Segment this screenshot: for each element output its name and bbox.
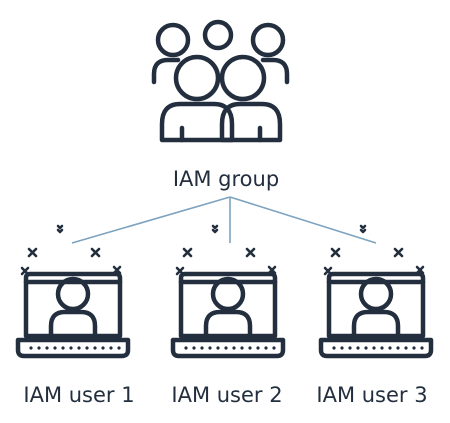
- user-laptop-icon: [18, 226, 128, 356]
- connector-user-3: [229, 196, 377, 244]
- user-1-node: IAM user 1: [18, 226, 135, 407]
- user-group-icon: [151, 19, 290, 143]
- user-laptop-icon: [321, 226, 431, 356]
- connectors: [71, 196, 377, 244]
- user-1-label: IAM user 1: [23, 383, 134, 407]
- user-laptop-icon: [173, 226, 283, 356]
- user-2-label: IAM user 2: [171, 383, 282, 407]
- user-3-node: IAM user 3: [316, 226, 431, 407]
- group-label: IAM group: [173, 167, 279, 191]
- connector-user-1: [71, 196, 231, 244]
- user-3-label: IAM user 3: [316, 383, 427, 407]
- user-2-node: IAM user 2: [171, 226, 283, 407]
